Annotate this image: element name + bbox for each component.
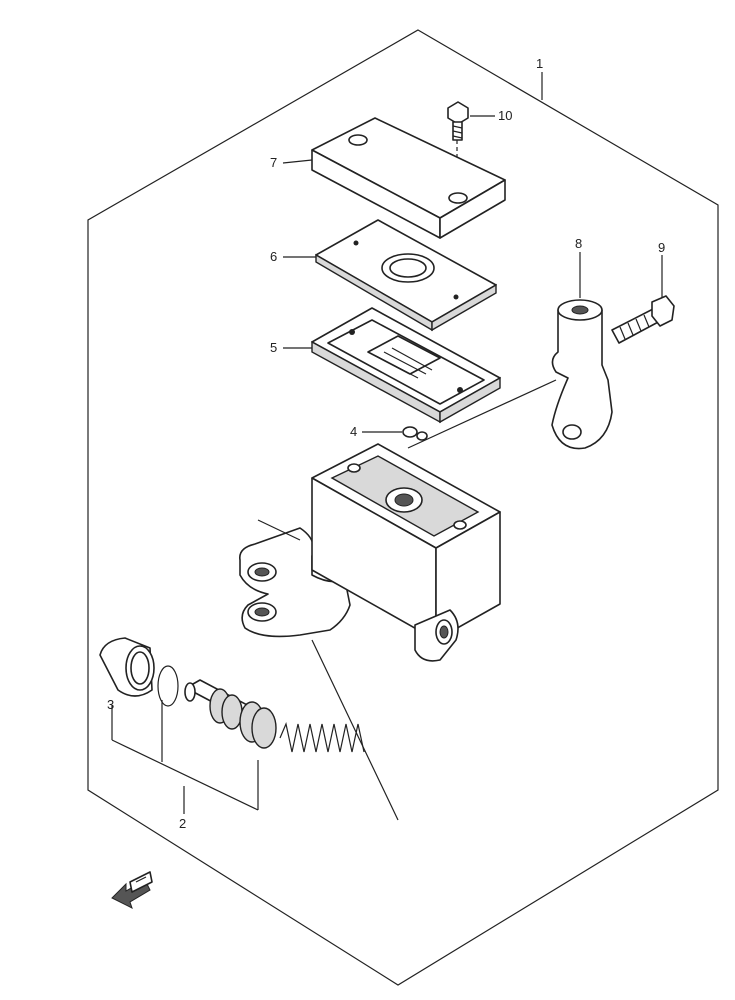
- piston-alignment-line: [311, 639, 399, 821]
- callout-10: 10: [498, 108, 512, 123]
- part-2-spring[interactable]: [279, 722, 365, 753]
- part-4-plug[interactable]: [402, 426, 428, 441]
- part-7-reservoir-cap[interactable]: [311, 117, 506, 239]
- callout-8: 8: [575, 236, 582, 251]
- callout-6: 6: [270, 249, 277, 264]
- part-3-dust-boot[interactable]: [99, 637, 155, 697]
- callout-9: 9: [658, 240, 665, 255]
- part-5-diaphragm[interactable]: [311, 307, 501, 424]
- callout-7: 7: [270, 155, 277, 170]
- part-8-holder-clamp[interactable]: [551, 299, 613, 450]
- callout-7-leader: [282, 159, 313, 164]
- callout-4: 4: [350, 424, 357, 439]
- front-arrow-icon: [111, 871, 153, 909]
- part-10-screw[interactable]: [447, 101, 469, 141]
- assembly-boundary: [87, 29, 719, 986]
- callout-5: 5: [270, 340, 277, 355]
- part-6-diaphragm-plate[interactable]: [315, 219, 497, 332]
- kit-bracket: [111, 700, 259, 814]
- part-2-piston[interactable]: [184, 679, 277, 749]
- callout-3: 3: [107, 697, 114, 712]
- clamp-alignment-line: [407, 379, 557, 449]
- pivot-alignment-line: [257, 519, 301, 541]
- callout-2: 2: [179, 816, 186, 831]
- part-9-bolt[interactable]: [611, 295, 675, 344]
- master-cylinder-body[interactable]: [238, 443, 501, 662]
- callout-1: 1: [536, 56, 543, 71]
- part-2-circlip[interactable]: [157, 665, 179, 707]
